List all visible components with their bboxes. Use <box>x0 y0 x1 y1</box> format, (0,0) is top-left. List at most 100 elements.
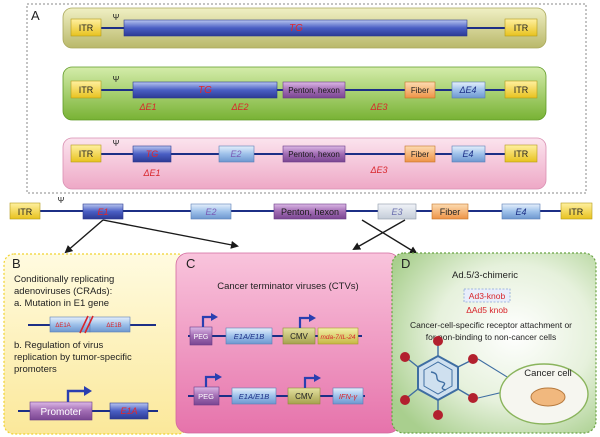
row-3-itr-right <box>504 144 538 163</box>
row-3-e2-label: E2 <box>230 149 241 159</box>
row-1-itr-left <box>70 18 102 37</box>
genome-e1-box <box>82 203 124 220</box>
panel-c-construct-1-peg-label: PEG <box>194 334 209 341</box>
row-2-psi: Ψ <box>113 75 120 84</box>
panel-c-construct-2-cmv-arrow <box>303 376 316 388</box>
fiber-spike-upper-left <box>407 358 419 368</box>
arrow-e3-to-c <box>352 219 406 250</box>
connector-arrows <box>64 219 418 255</box>
cancer-cell-nucleus <box>530 387 566 407</box>
row-2-itr-right-label: ITR <box>514 85 529 95</box>
genome-e4-box <box>501 203 541 220</box>
row-2-penton-hexon <box>282 81 346 99</box>
row-2-delta-e2: ΔE2 <box>230 102 248 112</box>
row-3-delta-e3: ΔE3 <box>369 165 387 175</box>
virus-capsid-inner <box>423 361 453 395</box>
genome-e3-box <box>377 203 417 220</box>
row-3-fiber <box>404 145 436 163</box>
genome-itr-right-label: ITR <box>569 207 584 217</box>
knob-lower-left <box>400 395 410 405</box>
wild-type-genome-row: ITR Ψ E1 E2 Penton, hexon E3 Fiber E4 IT… <box>9 196 593 220</box>
row-3-delta-e1: ΔE1 <box>142 168 160 178</box>
panel-c-construct-1-mda7 <box>317 327 359 345</box>
row-3-tg-gene <box>132 145 172 163</box>
panel-d-cancer-cell: Cancer cell <box>499 363 589 425</box>
panel-c-construct-1-peg-arrow-head <box>211 313 218 321</box>
panel-d-description-line-1: Cancer-cell-specific receptor attachment… <box>410 320 572 330</box>
panel-c-construct-1-mda7-label: mda-7/IL-24 <box>320 334 355 341</box>
virus-genome-squiggle <box>430 371 447 391</box>
genome-penton-hexon <box>273 203 347 220</box>
panel-c-construct-1-cmv-arrow <box>298 316 311 328</box>
panel-b-line-3: a. Mutation in E1 gene <box>14 298 109 309</box>
panel-d-chimeric-label: Ad.5/3-chimeric <box>452 270 518 281</box>
row-2-itr-left-label: ITR <box>79 85 94 95</box>
binding-line-1 <box>477 358 513 381</box>
panel-b-promoter-arrow-head <box>84 386 92 396</box>
panel-b-delta-e1b-box <box>89 316 131 333</box>
panel-b-e1a-box <box>109 402 149 420</box>
vector-row-2: ITR Ψ TG Penton, hexon Fiber ΔE4 ITR ΔE1… <box>62 66 547 121</box>
panel-c-construct-2-peg-label: PEG <box>198 392 214 401</box>
row-2-delta-e4-label: ΔE4 <box>458 85 476 95</box>
row-3-e4-box <box>451 145 486 163</box>
arrow-e1-to-c <box>102 219 239 249</box>
arrow-e1-to-b <box>64 219 104 254</box>
vector-row-3: ITR Ψ TG E2 Penton, hexon Fiber E4 ITR Δ… <box>62 137 547 190</box>
row-1-itr-right <box>504 18 538 37</box>
fiber-spike-lower-left <box>407 388 419 398</box>
row-1-itr-left-label: ITR <box>79 23 94 33</box>
panel-b-e1a-label: E1A <box>120 406 137 416</box>
genome-fiber-label: Fiber <box>440 207 461 217</box>
vector-row-1: ITR Ψ TG ITR <box>62 7 547 49</box>
panel-c-construct-2-peg-arrow-head <box>215 373 222 381</box>
row-1-itr-right-label: ITR <box>514 23 529 33</box>
panel-c-construct-1-e1ae1b-label: E1A/E1B <box>234 332 264 341</box>
genome-itr-left <box>9 202 41 220</box>
fiber-spike-lower-right <box>457 388 471 397</box>
panel-d-virus-illustration <box>400 336 513 420</box>
arrow-fiber-to-d <box>361 219 418 255</box>
cancer-cell-label: Cancer cell <box>524 368 572 379</box>
row-3-itr-left <box>70 144 102 163</box>
row-2-itr-left <box>70 80 102 99</box>
row-2-delta-e1: ΔE1 <box>138 102 156 112</box>
panel-b: B Conditionally replicating adenoviruses… <box>3 253 189 435</box>
genome-penton-label: Penton, hexon <box>281 207 339 217</box>
row-3-tg-label: TG <box>146 149 159 159</box>
panel-b-delta-e1b-label: ΔE1B <box>106 323 121 329</box>
panel-c-construct-1-e1ae1b <box>225 327 273 345</box>
row-3-penton-label: Penton, hexon <box>288 150 340 159</box>
row-1-tg-label: TG <box>289 23 303 34</box>
row-3-background <box>62 137 547 190</box>
panel-b-line-5: replication by tumor-specific <box>14 352 132 363</box>
row-2-penton-label: Penton, hexon <box>288 86 340 95</box>
row-3-e2-box <box>218 145 255 163</box>
panel-c-construct-2-ifn <box>332 387 364 405</box>
genome-itr-right <box>560 202 593 220</box>
panel-b-line-2: adenoviruses (CRAds): <box>14 286 112 297</box>
panel-c-construct-2-peg-arrow <box>204 375 217 387</box>
panel-d-ad5-knob-label: ΔAd5 knob <box>466 305 508 315</box>
row-2-tg-gene <box>132 81 278 99</box>
panel-b-line-6: promoters <box>14 364 57 375</box>
panel-b-delta-e1a-label: ΔE1A <box>55 323 70 329</box>
panel-c-construct-2-e1ae1b <box>231 387 277 405</box>
panel-b-deletion-mark-1 <box>79 315 89 334</box>
knob-upper-left <box>400 352 410 362</box>
row-1-tg-gene <box>123 19 468 37</box>
panel-c-construct-1-cmv-arrow-head <box>309 314 316 322</box>
panel-b-promoter-label: Promoter <box>40 407 82 418</box>
row-3-fiber-label: Fiber <box>411 150 430 159</box>
row-3-e4-label: E4 <box>462 149 473 159</box>
genome-itr-left-label: ITR <box>18 207 33 217</box>
knob-lower-right <box>468 393 478 403</box>
row-2-tg-label: TG <box>198 85 212 96</box>
row-2-fiber-label: Fiber <box>411 86 430 95</box>
panel-c-construct-1-peg <box>189 326 213 346</box>
panel-a-border <box>26 3 587 194</box>
row-3-penton-hexon <box>282 145 346 163</box>
panel-c-construct-2-cmv-label: CMV <box>295 392 313 401</box>
panel-b-promoter-arrow <box>66 389 86 402</box>
